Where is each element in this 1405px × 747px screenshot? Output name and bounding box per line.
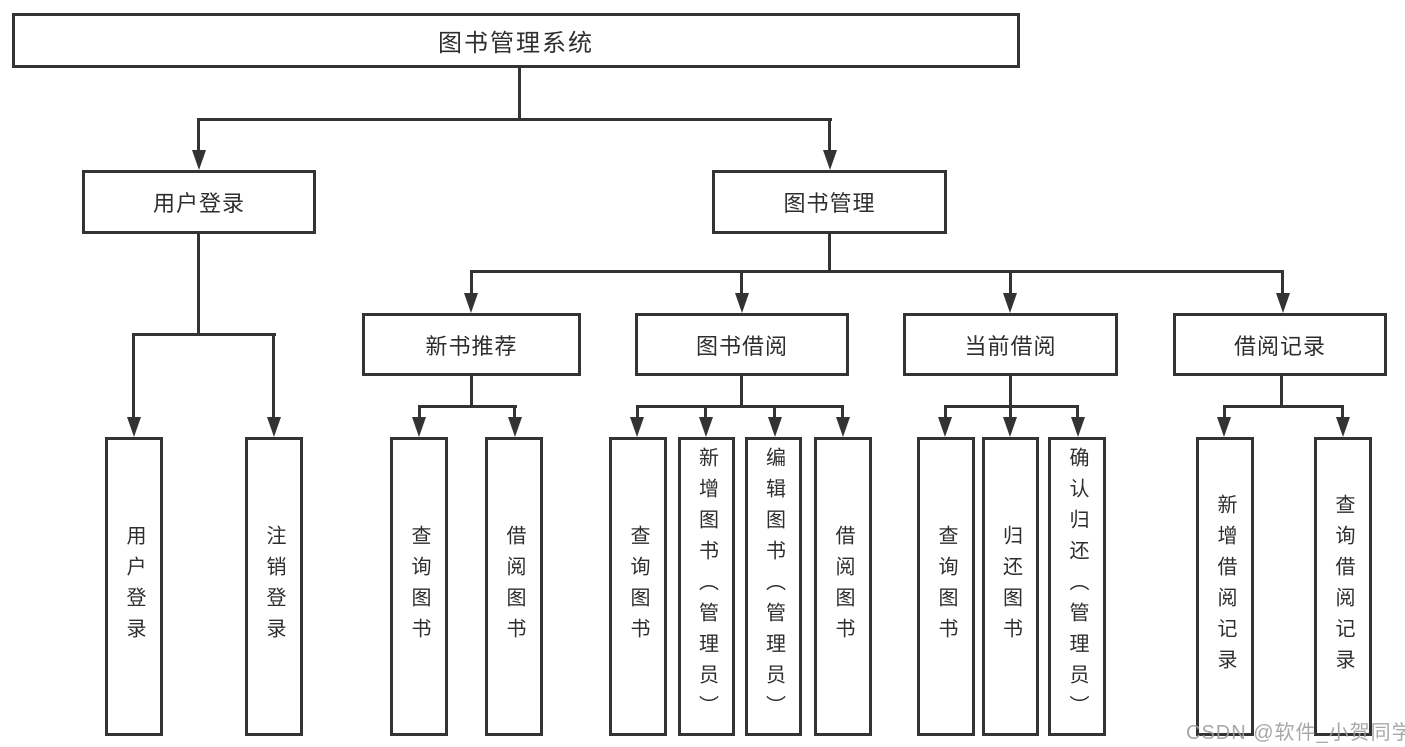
node-book-management: 图书管理 bbox=[712, 170, 947, 234]
leaf-logout: 注销登录 bbox=[245, 437, 303, 736]
edge-currentborrow-leaf2-stem bbox=[1009, 405, 1012, 419]
arrow-down-icon bbox=[1336, 417, 1350, 437]
arrow-down-icon bbox=[267, 417, 281, 437]
edge-userlogin-stem bbox=[197, 234, 200, 335]
edge-currentborrow-leaf1-stem bbox=[944, 405, 947, 419]
leaf-user-login: 用户登录 bbox=[105, 437, 163, 736]
edge-newbook-down bbox=[470, 376, 473, 407]
leaf-query-book-2: 查询图书 bbox=[609, 437, 667, 736]
edge-bookborrow-leaf1-stem bbox=[636, 405, 639, 419]
arrow-down-icon bbox=[630, 417, 644, 437]
arrow-down-icon bbox=[192, 150, 206, 170]
edge-newbook-stem bbox=[470, 270, 473, 295]
arrow-down-icon bbox=[1003, 293, 1017, 313]
arrow-down-icon bbox=[1276, 293, 1290, 313]
arrow-down-icon bbox=[699, 417, 713, 437]
edge-borrowrecord-leaf2-stem bbox=[1341, 405, 1344, 419]
edge-borrowrecord-down bbox=[1280, 376, 1283, 407]
leaf-add-borrow-record: 新增借阅记录 bbox=[1196, 437, 1254, 736]
watermark-text: CSDN @软件_小贺同学 bbox=[1186, 722, 1405, 744]
leaf-query-book-1: 查询图书 bbox=[390, 437, 448, 736]
node-borrow-record: 借阅记录 bbox=[1173, 313, 1387, 376]
edge-borrowrecord-leaf1-stem bbox=[1223, 405, 1226, 419]
edge-bookborrow-bar bbox=[636, 405, 844, 408]
edge-currentborrow-leaf3-stem bbox=[1076, 405, 1079, 419]
arrow-down-icon bbox=[836, 417, 850, 437]
arrow-down-icon bbox=[938, 417, 952, 437]
edge-userlogin-leaf2-stem bbox=[272, 333, 275, 419]
node-new-book-recommend: 新书推荐 bbox=[362, 313, 581, 376]
leaf-return-book: 归还图书 bbox=[982, 437, 1039, 736]
edge-borrowrecord-stem bbox=[1281, 270, 1284, 295]
node-book-borrow: 图书借阅 bbox=[635, 313, 849, 376]
edge-root-bar bbox=[198, 118, 832, 121]
node-current-borrow: 当前借阅 bbox=[903, 313, 1118, 376]
edge-bookborrow-stem bbox=[740, 270, 743, 295]
leaf-borrow-book-2: 借阅图书 bbox=[814, 437, 872, 736]
leaf-borrow-book-1: 借阅图书 bbox=[485, 437, 543, 736]
arrow-down-icon bbox=[823, 150, 837, 170]
leaf-query-book-3: 查询图书 bbox=[917, 437, 975, 736]
edge-root-bookmgmt-stem bbox=[828, 118, 831, 152]
arrow-down-icon bbox=[735, 293, 749, 313]
node-root: 图书管理系统 bbox=[12, 13, 1020, 68]
edge-newbook-leaf2-stem bbox=[513, 405, 516, 419]
arrow-down-icon bbox=[1071, 417, 1085, 437]
edge-bookborrow-leaf4-stem bbox=[841, 405, 844, 419]
edge-root-userlogin-stem bbox=[197, 118, 200, 152]
arrow-down-icon bbox=[508, 417, 522, 437]
edge-bookborrow-down bbox=[740, 376, 743, 407]
edge-currentborrow-down bbox=[1009, 376, 1012, 407]
edge-userlogin-leaf1-stem bbox=[132, 333, 135, 419]
arrow-down-icon bbox=[127, 417, 141, 437]
edge-newbook-leaf1-stem bbox=[418, 405, 421, 419]
arrow-down-icon bbox=[768, 417, 782, 437]
leaf-edit-book-admin: 编辑图书（管理员） bbox=[745, 437, 802, 736]
arrow-down-icon bbox=[1003, 417, 1017, 437]
arrow-down-icon bbox=[464, 293, 478, 313]
edge-bookmgmt-stem bbox=[828, 234, 831, 272]
edge-currentborrow-stem bbox=[1009, 270, 1012, 295]
node-user-login: 用户登录 bbox=[82, 170, 316, 234]
edge-newbook-bar bbox=[418, 405, 517, 408]
arrow-down-icon bbox=[1217, 417, 1231, 437]
edge-bookborrow-leaf2-stem bbox=[704, 405, 707, 419]
arrow-down-icon bbox=[412, 417, 426, 437]
edge-root-stem bbox=[518, 68, 521, 121]
edge-borrowrecord-bar bbox=[1223, 405, 1344, 408]
edge-bookmgmt-bar bbox=[470, 270, 1284, 273]
leaf-add-book-admin: 新增图书（管理员） bbox=[678, 437, 735, 736]
leaf-query-borrow-record: 查询借阅记录 bbox=[1314, 437, 1372, 736]
leaf-confirm-return-admin: 确认归还（管理员） bbox=[1048, 437, 1106, 736]
edge-bookborrow-leaf3-stem bbox=[773, 405, 776, 419]
edge-userlogin-bar bbox=[132, 333, 276, 336]
